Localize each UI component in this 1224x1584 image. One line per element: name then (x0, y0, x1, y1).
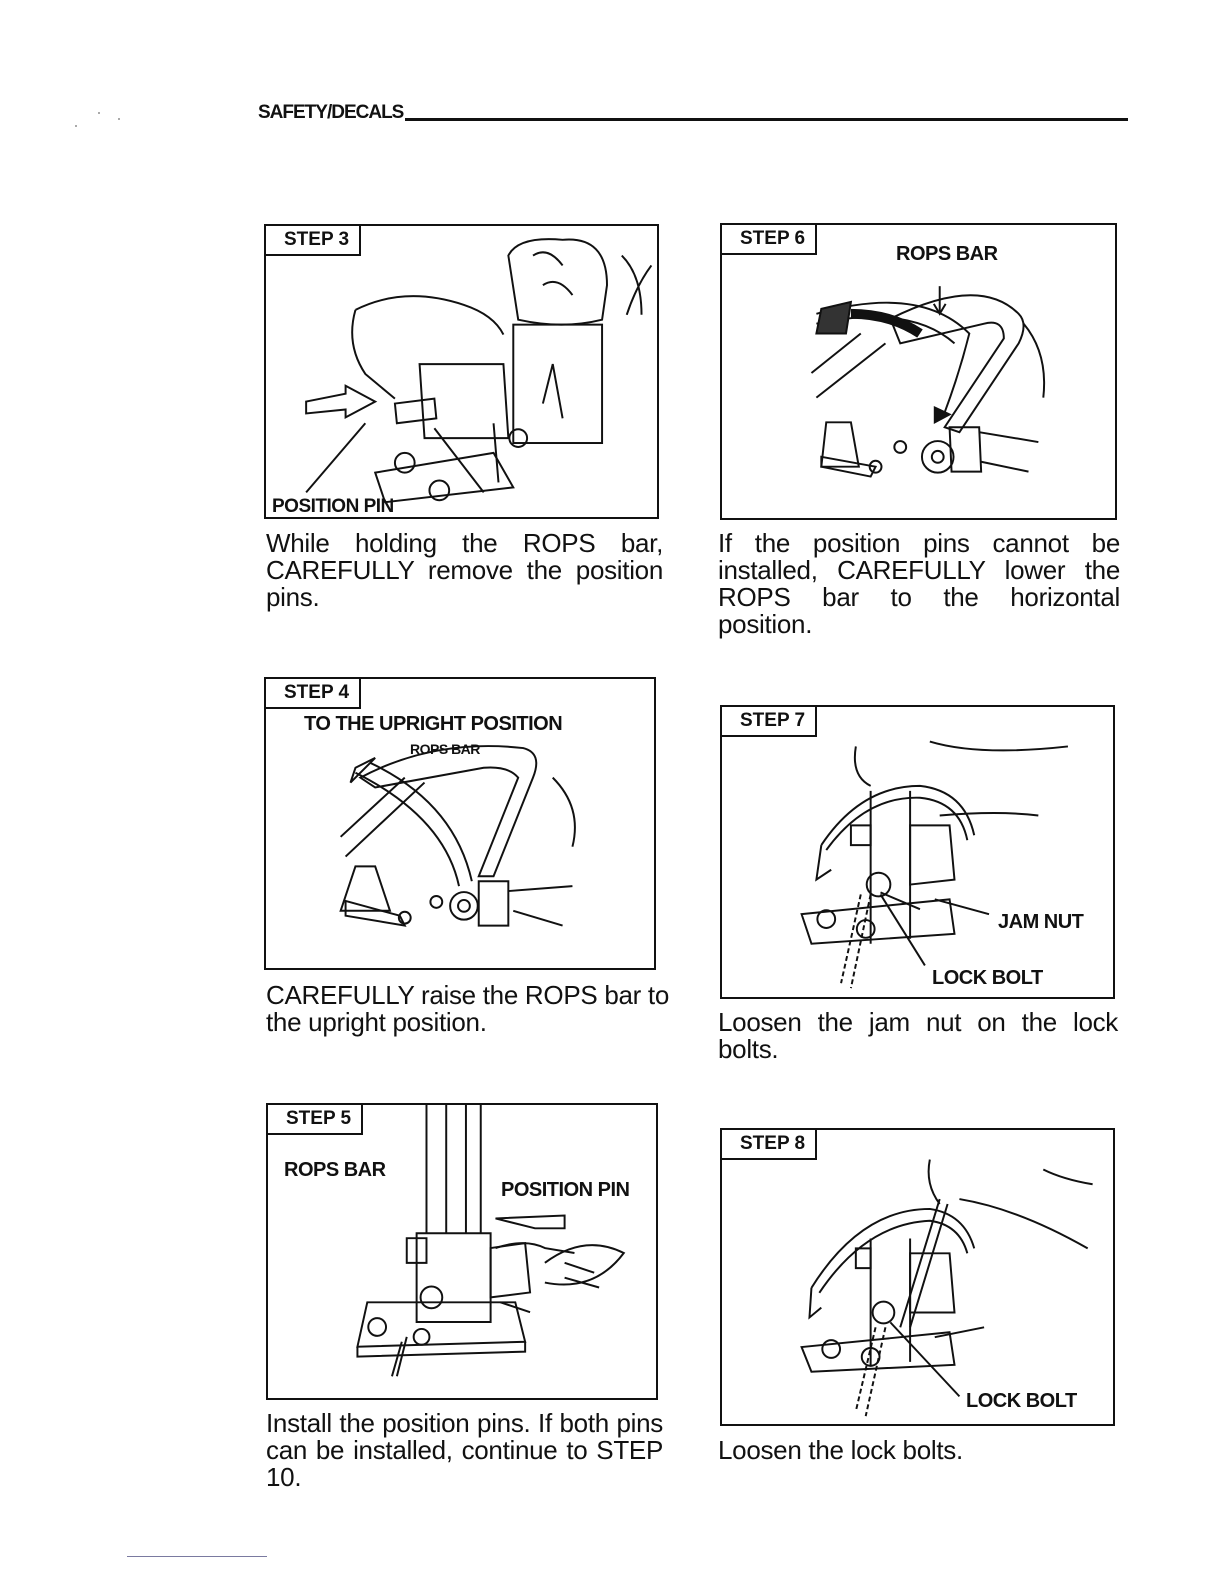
step7-caption: Loosen the jam nut on the lock bolts. (718, 1007, 1118, 1064)
step4-caption: CAREFULLY raise the ROPS bar to the upri… (266, 980, 670, 1037)
step8-caption: Loosen the lock bolts. (718, 1435, 963, 1465)
step6-panel: STEP 6 ROPS BAR (720, 223, 1117, 520)
step3-tab: STEP 3 (266, 226, 362, 256)
step7-panel: STEP 7 JAM NUT LOCK BOLT (720, 705, 1115, 999)
step8-lock-bolt-label: LOCK BOLT (966, 1390, 1077, 1412)
footer-rule (127, 1556, 267, 1557)
step5-illustration (356, 1105, 626, 1377)
step5-caption: Install the position pins. If both pins … (266, 1408, 663, 1492)
step8-panel: STEP 8 LOCK BOLT (720, 1128, 1115, 1426)
step5-position-pin-label: POSITION PIN (501, 1179, 630, 1201)
step4-rops-bar-label: ROPS BAR (410, 741, 480, 757)
step8-tab: STEP 8 (722, 1130, 818, 1160)
step6-rops-bar-label: ROPS BAR (896, 243, 998, 265)
step3-illustration (305, 238, 653, 504)
step7-jam-nut-label: JAM NUT (998, 911, 1084, 933)
step4-illustration (339, 745, 576, 927)
scan-speck (75, 125, 77, 127)
section-title: SAFETY/DECALS (258, 102, 404, 123)
scan-speck (118, 118, 120, 120)
step6-tab: STEP 6 (722, 225, 818, 255)
step7-lock-bolt-label: LOCK BOLT (932, 967, 1043, 989)
step6-illustration (810, 286, 1046, 478)
step5-panel: STEP 5 ROPS BAR POSITION PIN (266, 1103, 658, 1400)
step5-rops-bar-label: ROPS BAR (284, 1159, 386, 1181)
step4-tab: STEP 4 (266, 679, 362, 709)
page-header: SAFETY/DECALS (258, 100, 1128, 122)
step4-upright-label: TO THE UPRIGHT POSITION (304, 713, 563, 735)
step5-tab: STEP 5 (268, 1105, 364, 1135)
step6-caption: If the position pins cannot be installed… (718, 528, 1120, 639)
step3-panel: STEP 3 POSITION PIN (264, 224, 659, 519)
step3-caption: While holding the ROPS bar, CAREFULLY re… (266, 528, 663, 612)
header-rule (405, 118, 1128, 121)
step8-illustration (800, 1159, 1093, 1417)
step7-tab: STEP 7 (722, 707, 818, 737)
step4-panel: STEP 4 TO THE UPRIGHT POSITION ROPS BAR (264, 677, 656, 970)
step7-illustration (800, 740, 1069, 989)
scan-speck (98, 112, 100, 114)
step3-position-pin-label: POSITION PIN (272, 496, 394, 517)
